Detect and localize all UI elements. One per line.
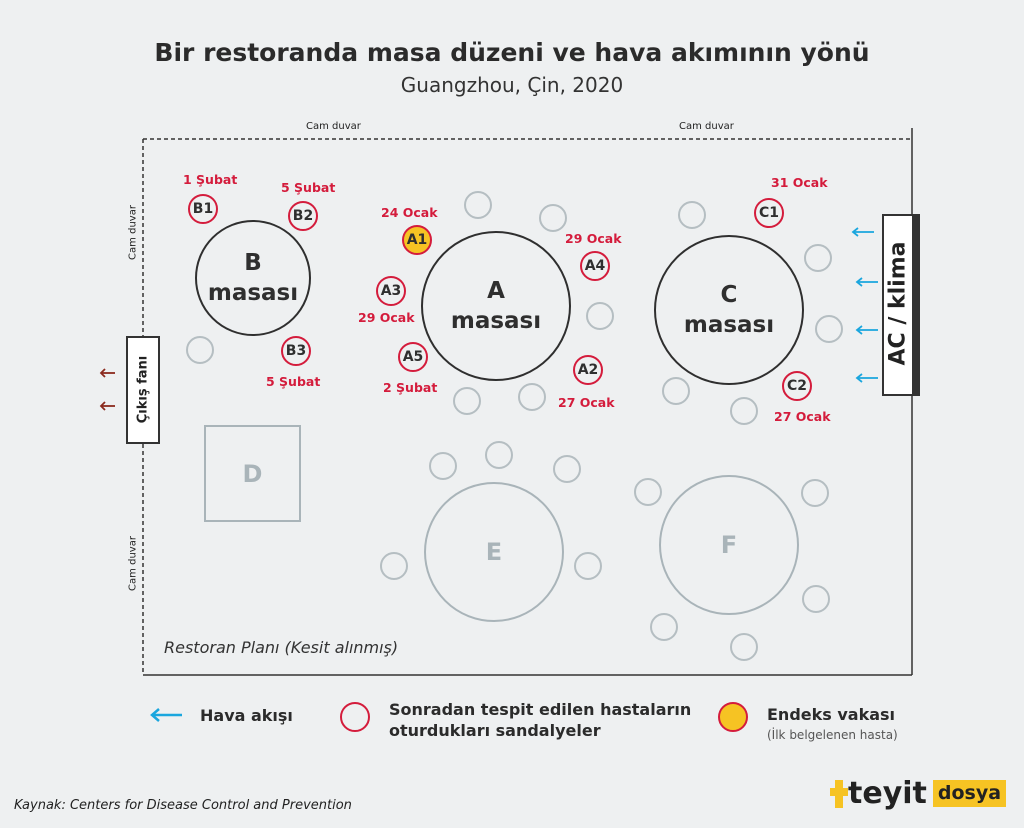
empty-chair bbox=[815, 315, 843, 343]
empty-chair bbox=[634, 478, 662, 506]
patient-chair-a3: A3 bbox=[376, 276, 406, 306]
table-a-word: masası bbox=[450, 308, 542, 334]
exhaust-fan bbox=[126, 336, 160, 444]
legend-airflow-label: Hava akışı bbox=[200, 706, 293, 725]
patient-chair-b3: B3 bbox=[281, 336, 311, 366]
exhaust-fan-label: Çıkış fanı bbox=[135, 355, 151, 424]
patient-chair-c1: C1 bbox=[754, 198, 784, 228]
table-d: D bbox=[204, 425, 301, 522]
date-c2: 27 Ocak bbox=[774, 409, 831, 424]
empty-chair bbox=[730, 397, 758, 425]
exhaust-arrows bbox=[99, 368, 115, 411]
table-f: F bbox=[659, 475, 799, 615]
empty-chair bbox=[678, 201, 706, 229]
empty-chair bbox=[553, 455, 581, 483]
ac-airflow-arrows bbox=[851, 227, 878, 383]
date-b3: 5 Şubat bbox=[266, 374, 321, 389]
page-title: Bir restoranda masa düzeni ve hava akımı… bbox=[154, 38, 870, 67]
empty-chair bbox=[539, 204, 567, 232]
table-b-word: masası bbox=[207, 280, 299, 306]
table-c-letter: C bbox=[720, 282, 738, 308]
logo-tag: dosya bbox=[932, 780, 1007, 807]
patient-chair-c2: C2 bbox=[782, 371, 812, 401]
empty-chair bbox=[650, 613, 678, 641]
empty-chair bbox=[453, 387, 481, 415]
ac-unit bbox=[882, 214, 914, 396]
date-a2: 27 Ocak bbox=[558, 395, 615, 410]
date-a5: 2 Şubat bbox=[383, 380, 438, 395]
legend-airflow-arrow bbox=[150, 708, 182, 722]
table-e: E bbox=[424, 482, 564, 622]
legend-index-case-icon bbox=[718, 702, 748, 732]
logo-brand: teyit bbox=[848, 776, 927, 811]
patient-chair-a2: A2 bbox=[573, 355, 603, 385]
table-a-letter: A bbox=[487, 278, 505, 304]
empty-chair bbox=[186, 336, 214, 364]
table-b-letter: B bbox=[244, 250, 262, 276]
patient-chair-b1: B1 bbox=[188, 194, 218, 224]
legend-index-title: Endeks vakası bbox=[767, 705, 896, 724]
plan-label: Restoran Planı (Kesit alınmış) bbox=[164, 638, 399, 657]
patient-chair-b2: B2 bbox=[288, 201, 318, 231]
legend-patients-label: Sonradan tespit edilen hastaların oturdu… bbox=[389, 699, 691, 741]
page-subtitle: Guangzhou, Çin, 2020 bbox=[400, 73, 624, 97]
ac-vent-strip bbox=[912, 214, 920, 396]
date-b1: 1 Şubat bbox=[183, 172, 238, 187]
date-b2: 5 Şubat bbox=[281, 180, 336, 195]
empty-chair bbox=[380, 552, 408, 580]
legend-patients-line1: Sonradan tespit edilen hastaların bbox=[389, 700, 692, 719]
empty-chair bbox=[804, 244, 832, 272]
empty-chair bbox=[464, 191, 492, 219]
date-a4: 29 Ocak bbox=[565, 231, 622, 246]
empty-chair bbox=[730, 633, 758, 661]
empty-chair bbox=[518, 383, 546, 411]
patient-chair-a4: A4 bbox=[580, 251, 610, 281]
source-credit: Kaynak: Centers for Disease Control and … bbox=[14, 798, 352, 813]
empty-chair bbox=[662, 377, 690, 405]
wall-label-top-right: Cam duvar bbox=[679, 121, 734, 132]
ac-unit-label: AC / klima bbox=[885, 241, 911, 366]
patient-chair-a5: A5 bbox=[398, 342, 428, 372]
empty-chair bbox=[574, 552, 602, 580]
legend-patient-chair-icon bbox=[340, 702, 370, 732]
empty-chair bbox=[586, 302, 614, 330]
legend-index-sub: (İlk belgelenen hasta) bbox=[767, 728, 898, 742]
legend-patients-line2: oturdukları sandalyeler bbox=[389, 721, 601, 740]
wall-label-left-top: Cam duvar bbox=[127, 205, 139, 260]
date-a3: 29 Ocak bbox=[358, 310, 415, 325]
empty-chair bbox=[429, 452, 457, 480]
date-c1: 31 Ocak bbox=[771, 175, 828, 190]
index-case-chair-a1: A1 bbox=[402, 225, 432, 255]
empty-chair bbox=[802, 585, 830, 613]
table-c-word: masası bbox=[683, 312, 775, 338]
wall-label-top-left: Cam duvar bbox=[306, 121, 361, 132]
wall-label-left-bottom: Cam duvar bbox=[127, 536, 139, 591]
teyit-logo: teyit dosya bbox=[830, 776, 1007, 811]
logo-plus-icon bbox=[830, 779, 848, 808]
empty-chair bbox=[485, 441, 513, 469]
empty-chair bbox=[801, 479, 829, 507]
date-a1: 24 Ocak bbox=[381, 205, 438, 220]
